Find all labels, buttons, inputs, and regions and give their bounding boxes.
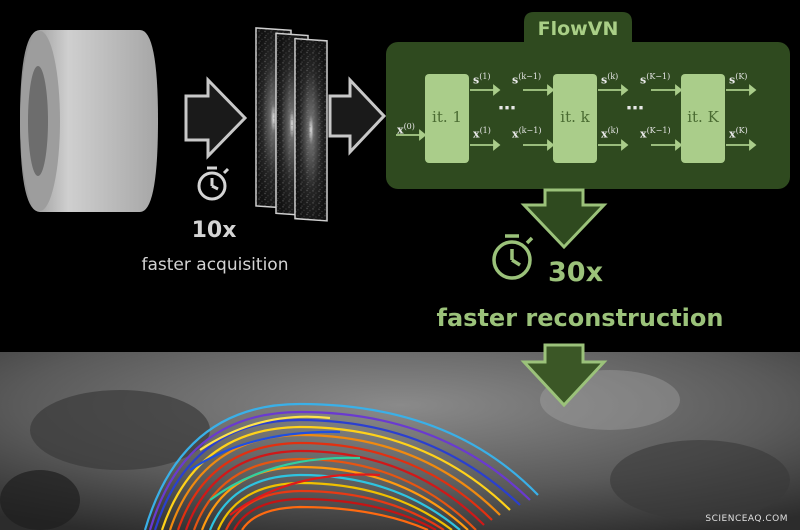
stopwatch-icon bbox=[197, 166, 230, 201]
watermark: SCIENCEAQ.COM bbox=[705, 514, 788, 524]
ellipsis-1: ⋯ bbox=[498, 98, 517, 119]
acquisition-caption: faster acquisition bbox=[141, 255, 289, 275]
iteration-block-k bbox=[553, 74, 597, 163]
signal-xKm1: x(K−1) bbox=[640, 126, 671, 141]
flowvn-network-box bbox=[386, 12, 790, 189]
iteration-block-1 bbox=[425, 74, 469, 163]
iteration-block-K bbox=[681, 74, 725, 163]
arrow-to-network bbox=[328, 76, 387, 156]
arrow-down-to-reconstruction bbox=[520, 188, 608, 250]
stopwatch-icon-reconstruction bbox=[492, 234, 534, 280]
reconstruction-speedup: 30x bbox=[548, 257, 603, 288]
signal-sk: s(k) bbox=[601, 72, 619, 87]
arrow-down-to-visualization bbox=[520, 343, 608, 408]
signal-xK: x(K) bbox=[729, 126, 748, 141]
mri-flow-visualization bbox=[0, 352, 800, 530]
kspace-stack-illustration bbox=[255, 27, 328, 222]
signal-sKm1: s(K−1) bbox=[640, 72, 671, 87]
signal-xkm1-in: x(k−1) bbox=[512, 126, 542, 141]
ellipsis-2: ⋯ bbox=[626, 98, 645, 119]
signal-skm1-in: s(k−1) bbox=[512, 72, 542, 87]
signal-x0: x(0) bbox=[397, 122, 415, 137]
arrow-to-kspace bbox=[184, 76, 248, 160]
iteration-label-K: it. K bbox=[687, 108, 719, 126]
network-title: FlowVN bbox=[537, 18, 619, 40]
signal-sK: s(K) bbox=[729, 72, 748, 87]
signal-xk: x(k) bbox=[601, 126, 619, 141]
mri-scanner-illustration bbox=[20, 30, 158, 212]
reconstruction-caption: faster reconstruction bbox=[436, 304, 724, 332]
signal-s1: s(1) bbox=[473, 72, 491, 87]
iteration-label-1: it. 1 bbox=[432, 108, 462, 126]
iteration-label-k: it. k bbox=[560, 108, 590, 126]
acquisition-speedup: 10x bbox=[191, 218, 237, 243]
signal-x1: x(1) bbox=[473, 126, 491, 141]
